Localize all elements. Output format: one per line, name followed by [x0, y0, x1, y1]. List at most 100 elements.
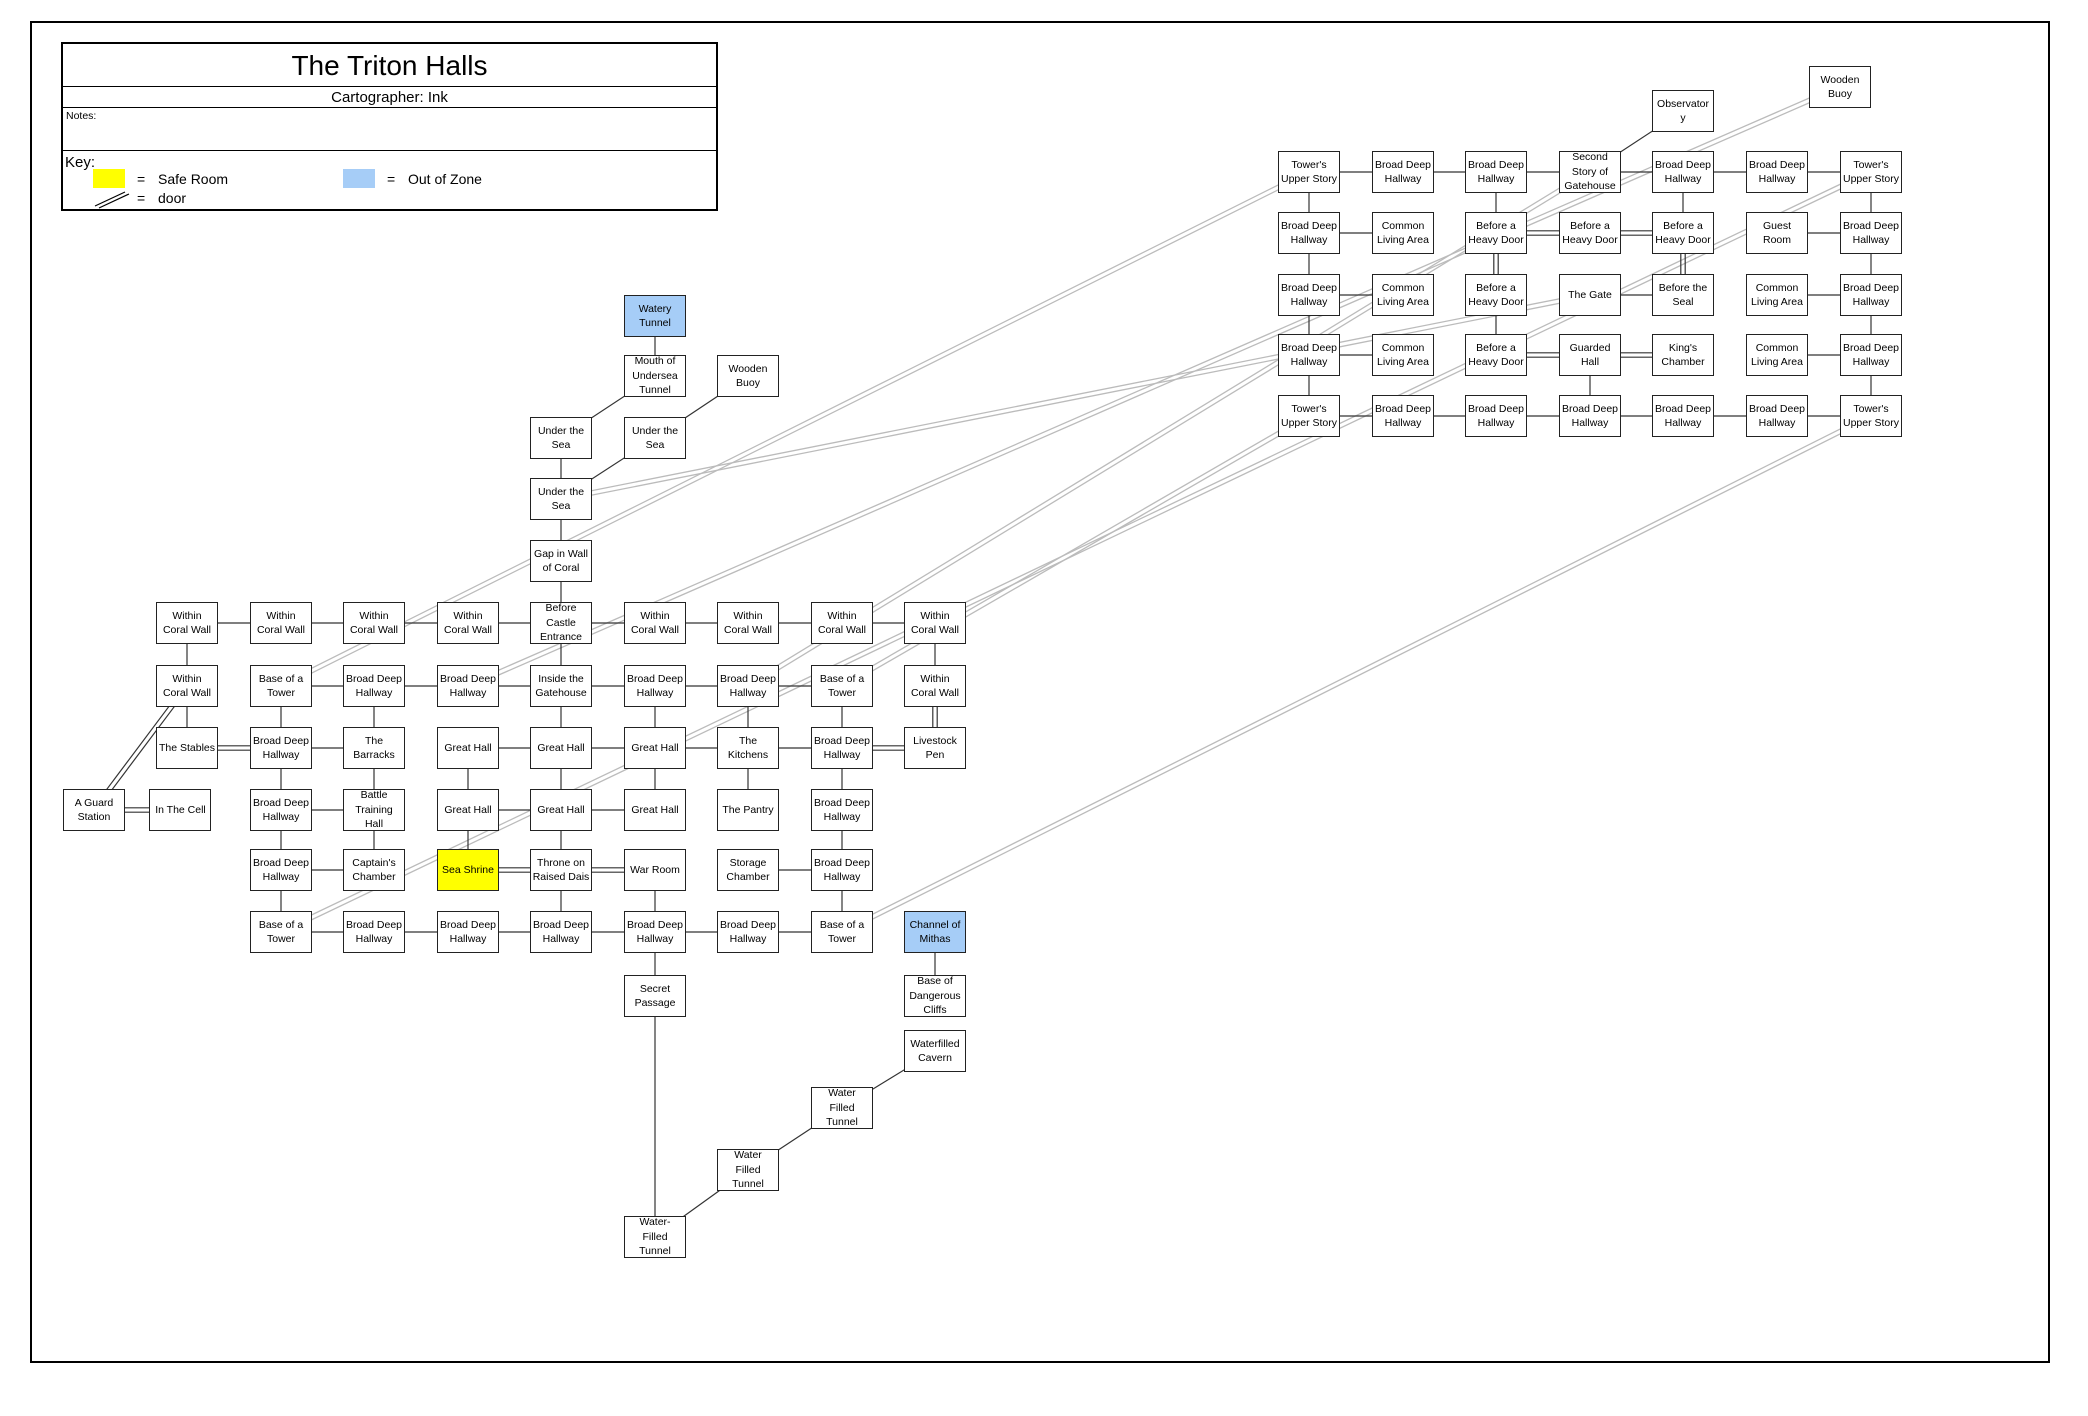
- level-link-line: [279, 169, 1871, 931]
- room-sea-shrine: Sea Shrine: [437, 849, 499, 891]
- room-label: Within Coral Wall: [910, 609, 960, 637]
- map-key: Key: = Safe Room = Out of Zone = door: [63, 151, 716, 209]
- room-label: Common Living Area: [1377, 281, 1429, 309]
- room-label: War Room: [630, 863, 680, 876]
- level-link-line: [746, 169, 1590, 685]
- room-label: Within Coral Wall: [256, 609, 306, 637]
- room-within-coral-wall: Within Coral Wall: [437, 602, 499, 644]
- room-mouth-of-undersea-tunnel: Mouth of Undersea Tunnel: [624, 355, 686, 397]
- room-the-gate: The Gate: [1559, 274, 1621, 316]
- room-before-a-heavy-door: Before a Heavy Door: [1652, 212, 1714, 254]
- room-label: The Stables: [158, 741, 216, 754]
- room-label: Within Coral Wall: [817, 609, 867, 637]
- room-broad-deep-hallway: Broad Deep Hallway: [1840, 212, 1902, 254]
- room-broad-deep-hallway: Broad Deep Hallway: [343, 911, 405, 953]
- room-before-a-heavy-door: Before a Heavy Door: [1465, 274, 1527, 316]
- room-broad-deep-hallway: Broad Deep Hallway: [1652, 395, 1714, 437]
- room-throne-on-raised-dais: Throne on Raised Dais: [530, 849, 592, 891]
- room-within-coral-wall: Within Coral Wall: [904, 602, 966, 644]
- room-label: Guarded Hall: [1569, 341, 1611, 369]
- room-label: Broad Deep Hallway: [1467, 158, 1525, 186]
- room-label: Before the Seal: [1658, 281, 1708, 309]
- room-broad-deep-hallway: Broad Deep Hallway: [811, 727, 873, 769]
- room-the-pantry: The Pantry: [717, 789, 779, 831]
- room-label: Livestock Pen: [913, 734, 957, 762]
- room-label: The Gate: [1568, 288, 1612, 301]
- room-label: Before a Heavy Door: [1468, 341, 1524, 369]
- room-label: Base of Dangerous Cliffs: [909, 975, 961, 1017]
- notes-field: Notes:: [63, 108, 716, 151]
- room-gap-in-wall-of-coral: Gap in Wall of Coral: [530, 540, 592, 582]
- room-label: Under the Sea: [537, 424, 585, 452]
- room-label: Channel of Mithas: [909, 918, 961, 946]
- room-label: Captain's Chamber: [352, 856, 396, 884]
- room-within-coral-wall: Within Coral Wall: [343, 602, 405, 644]
- room-before-a-heavy-door: Before a Heavy Door: [1559, 212, 1621, 254]
- room-broad-deep-hallway: Broad Deep Hallway: [811, 849, 873, 891]
- room-label: Broad Deep Hallway: [1654, 158, 1712, 186]
- room-label: Water- Filled Tunnel: [639, 1216, 671, 1258]
- room-king-s-chamber: King's Chamber: [1652, 334, 1714, 376]
- room-label: Broad Deep Hallway: [252, 796, 310, 824]
- room-label: Water Filled Tunnel: [826, 1087, 858, 1129]
- room-broad-deep-hallway: Broad Deep Hallway: [1652, 151, 1714, 193]
- room-label: Great Hall: [537, 741, 585, 754]
- room-label: Mouth of Undersea Tunnel: [632, 355, 678, 397]
- room-within-coral-wall: Within Coral Wall: [717, 602, 779, 644]
- room-within-coral-wall: Within Coral Wall: [250, 602, 312, 644]
- room-label: Throne on Raised Dais: [532, 856, 590, 884]
- room-label: Broad Deep Hallway: [1280, 219, 1338, 247]
- room-storage-chamber: Storage Chamber: [717, 849, 779, 891]
- room-label: Second Story of Gatehouse: [1564, 151, 1616, 193]
- room-captain-s-chamber: Captain's Chamber: [343, 849, 405, 891]
- room-broad-deep-hallway: Broad Deep Hallway: [717, 911, 779, 953]
- room-before-the-seal: Before the Seal: [1652, 274, 1714, 316]
- room-tower-s-upper-story: Tower's Upper Story: [1278, 151, 1340, 193]
- room-base-of-a-tower: Base of a Tower: [250, 911, 312, 953]
- room-label: Broad Deep Hallway: [626, 918, 684, 946]
- room-before-castle-entrance: Before Castle Entrance: [530, 602, 592, 644]
- door-key-label: door: [158, 190, 187, 206]
- room-label: Common Living Area: [1377, 341, 1429, 369]
- room-label: The Pantry: [722, 803, 774, 816]
- room-broad-deep-hallway: Broad Deep Hallway: [1278, 274, 1340, 316]
- room-base-of-a-tower: Base of a Tower: [811, 665, 873, 707]
- room-broad-deep-hallway: Broad Deep Hallway: [1840, 274, 1902, 316]
- out-of-zone-key-label: Out of Zone: [408, 171, 482, 187]
- room-label: Broad Deep Hallway: [1280, 281, 1338, 309]
- room-label: Guest Room: [1762, 219, 1791, 247]
- room-label: Broad Deep Hallway: [252, 856, 310, 884]
- room-broad-deep-hallway: Broad Deep Hallway: [624, 665, 686, 707]
- room-label: Within Coral Wall: [630, 609, 680, 637]
- room-great-hall: Great Hall: [437, 789, 499, 831]
- room-in-the-cell: In The Cell: [149, 789, 212, 831]
- room-channel-of-mithas: Channel of Mithas: [904, 911, 966, 953]
- room-broad-deep-hallway: Broad Deep Hallway: [1278, 334, 1340, 376]
- room-base-of-dangerous-cliffs: Base of Dangerous Cliffs: [904, 975, 966, 1017]
- room-second-story-of-gatehouse: Second Story of Gatehouse: [1559, 151, 1621, 193]
- room-common-living-area: Common Living Area: [1746, 334, 1808, 376]
- room-label: Tower's Upper Story: [1280, 158, 1338, 186]
- room-broad-deep-hallway: Broad Deep Hallway: [1559, 395, 1621, 437]
- room-label: Waterfilled Cavern: [910, 1037, 960, 1065]
- room-water-filled-tunnel: Water- Filled Tunnel: [624, 1216, 686, 1258]
- room-label: Within Coral Wall: [723, 609, 773, 637]
- room-label: Great Hall: [444, 741, 492, 754]
- room-common-living-area: Common Living Area: [1372, 212, 1434, 254]
- room-label: The Barracks: [353, 734, 395, 762]
- map-title: The Triton Halls: [63, 44, 716, 87]
- room-label: Before a Heavy Door: [1655, 219, 1711, 247]
- level-link-line: [279, 169, 1309, 685]
- room-label: Base of a Tower: [819, 672, 865, 700]
- room-label: Broad Deep Hallway: [719, 672, 777, 700]
- room-label: Base of a Tower: [258, 672, 304, 700]
- room-within-coral-wall: Within Coral Wall: [156, 602, 218, 644]
- room-label: Great Hall: [444, 803, 492, 816]
- room-broad-deep-hallway: Broad Deep Hallway: [1372, 151, 1434, 193]
- room-label: Watery Tunnel: [638, 302, 672, 330]
- room-waterfilled-cavern: Waterfilled Cavern: [904, 1030, 966, 1072]
- room-label: Broad Deep Hallway: [813, 796, 871, 824]
- room-wooden-buoy: Wooden Buoy: [1809, 66, 1871, 108]
- key-equals: =: [387, 171, 396, 187]
- room-great-hall: Great Hall: [624, 789, 686, 831]
